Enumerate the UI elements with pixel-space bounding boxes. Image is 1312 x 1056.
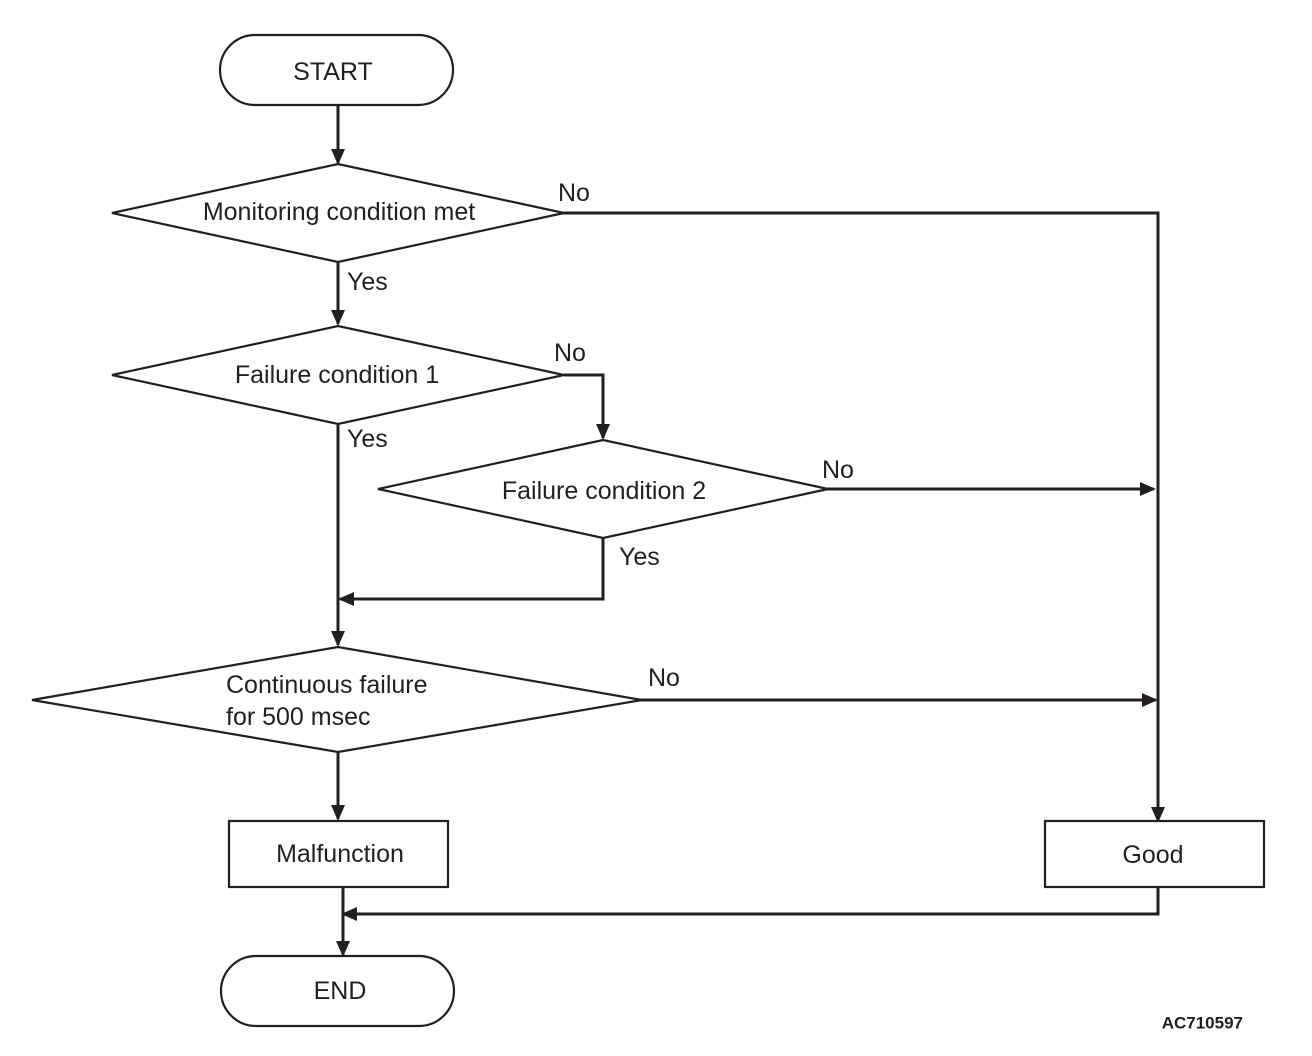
end-label: END xyxy=(314,977,367,1005)
failure1-label: Failure condition 1 xyxy=(235,361,439,389)
malfunction-label: Malfunction xyxy=(276,840,404,868)
failure2-yes-label: Yes xyxy=(619,543,660,571)
good-label: Good xyxy=(1122,841,1183,869)
monitoring-label: Monitoring condition met xyxy=(203,198,475,226)
malfunction-box: Malfunction xyxy=(227,819,450,889)
monitoring-yes-label: Yes xyxy=(347,268,388,296)
continuous-label-line2: for 500 msec xyxy=(226,703,371,731)
monitoring-no-label: No xyxy=(558,179,590,207)
edge-monitoring-no-to-good xyxy=(562,211,1165,823)
failure1-no-label: No xyxy=(554,339,586,367)
failure2-decision: Failure condition 2 xyxy=(377,438,829,540)
failure2-label: Failure condition 2 xyxy=(502,477,706,505)
continuous-label-line1: Continuous failure xyxy=(226,671,428,699)
figure-code: AC710597 xyxy=(1162,1014,1243,1033)
end-terminal: END xyxy=(219,954,456,1028)
continuous-decision: Continuous failure for 500 msec xyxy=(31,645,643,754)
failure2-no-label: No xyxy=(822,456,854,484)
continuous-no-label: No xyxy=(648,664,680,692)
good-box: Good xyxy=(1043,819,1266,889)
monitoring-decision: Monitoring condition met xyxy=(111,162,565,264)
edge-good-to-end xyxy=(341,888,1160,921)
failure1-yes-label: Yes xyxy=(347,425,388,453)
edge-failure2-yes-to-main xyxy=(338,537,605,606)
start-terminal: START xyxy=(218,33,455,107)
edge-failure1-no-to-failure2 xyxy=(564,373,610,440)
failure1-decision: Failure condition 1 xyxy=(111,324,565,426)
start-label: START xyxy=(293,58,373,86)
